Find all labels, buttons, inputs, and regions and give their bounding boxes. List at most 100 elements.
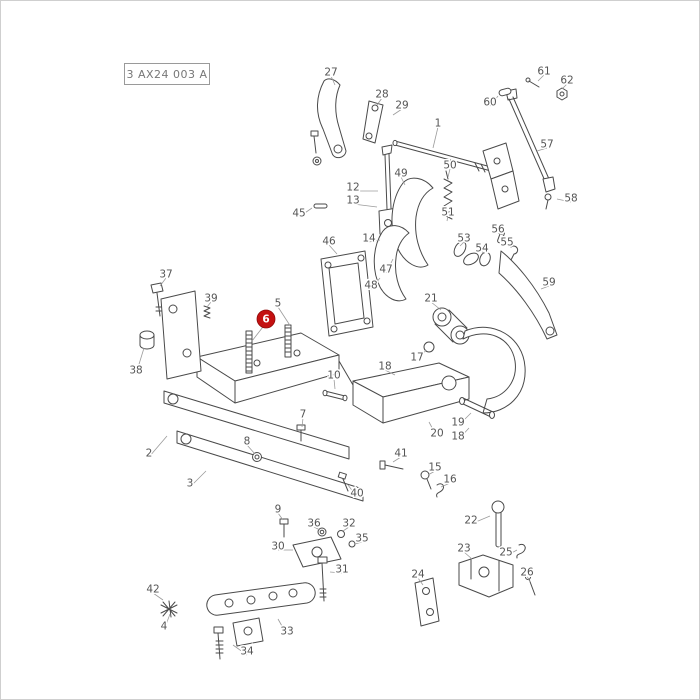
leader-line-53: [459, 241, 465, 247]
callout-36: 36: [307, 518, 321, 530]
callout-20: 20: [430, 428, 443, 440]
callout-32: 32: [342, 518, 355, 530]
callout-53: 53: [457, 233, 470, 245]
leader-line-26: [526, 575, 531, 583]
callout-46: 46: [322, 236, 336, 248]
leader-line-46: [328, 244, 338, 255]
part-bracket-right: [482, 142, 520, 210]
part-hitch-pin: [459, 397, 495, 419]
callout-35: 35: [355, 533, 368, 545]
callout-61: 61: [537, 66, 550, 78]
callout-9: 9: [275, 504, 282, 516]
callout-18: 18: [451, 431, 464, 443]
leader-line-20: [428, 421, 438, 438]
callout-41: 41: [394, 448, 407, 460]
leader-line-49: [400, 176, 406, 186]
callout-51: 51: [441, 207, 454, 219]
part-bracket-plate: [320, 250, 374, 337]
leader-line-37: [159, 277, 167, 287]
callout-40: 40: [350, 488, 363, 500]
leader-line-18: [457, 427, 470, 441]
leader-line-8: [246, 444, 256, 455]
callout-47: 47: [379, 264, 392, 276]
callout-13: 13: [346, 195, 359, 207]
leader-line-51: [446, 215, 449, 222]
leader-line-27: [330, 75, 336, 86]
callout-37: 37: [159, 269, 172, 281]
callout-26: 26: [520, 567, 534, 579]
leader-line-15: [427, 470, 436, 476]
callout-6: 6: [262, 314, 269, 326]
leader-line-5: [277, 306, 292, 328]
callout-24: 24: [411, 569, 425, 581]
part-bolt-mid: [296, 424, 306, 442]
part-clevis-body: [458, 554, 514, 598]
part-washer-c: [348, 540, 356, 548]
leader-line-17: [416, 349, 427, 362]
part-nut-top-right: [556, 87, 568, 101]
leader-line-54: [481, 251, 486, 254]
leader-line-36: [313, 526, 321, 531]
leader-line-35: [354, 541, 363, 545]
part-bolt-washer-top: [310, 130, 322, 166]
leader-line-14: [368, 239, 381, 243]
part-spring: [443, 170, 453, 220]
part-drawbar: [206, 582, 316, 616]
part-support-frame: [196, 332, 354, 404]
part-clevis-pin: [491, 500, 505, 548]
callout-17: 17: [410, 352, 423, 364]
part-lift-arm: [317, 78, 347, 159]
callout-39: 39: [204, 293, 217, 305]
leader-line-48: [370, 277, 381, 290]
part-stud-second: [284, 324, 292, 358]
leader-line-7: [301, 417, 304, 428]
leader-line-13: [352, 203, 378, 208]
leader-line-9: [277, 512, 284, 521]
leader-line-29: [392, 108, 403, 116]
callout-8: 8: [244, 436, 251, 448]
leader-line-18: [384, 369, 396, 376]
leader-line-24: [417, 577, 424, 586]
callout-4: 4: [161, 621, 168, 633]
callout-54: 54: [475, 243, 489, 255]
leader-line-55: [506, 245, 513, 248]
callout-7: 7: [300, 409, 307, 421]
callout-5: 5: [275, 298, 282, 310]
leader-line-40: [347, 484, 358, 498]
part-strap-bolt: [213, 626, 224, 660]
leader-line-34: [232, 644, 248, 656]
part-bolt-diagonal: [337, 471, 349, 492]
reference-box: 3 AX24 003 A: [124, 63, 210, 85]
part-clip-bottom: [516, 544, 526, 559]
part-link-bar: [414, 577, 440, 627]
callout-33: 33: [280, 626, 293, 638]
callout-29: 29: [395, 100, 408, 112]
leader-line-50: [447, 168, 451, 178]
leader-line-32: [342, 526, 350, 532]
part-pin-top-right: [498, 87, 512, 97]
callout-3: 3: [187, 478, 194, 490]
callout-38: 38: [129, 365, 142, 377]
part-chain-links: [453, 241, 491, 267]
leader-line-25: [505, 549, 518, 557]
leader-line-21: [430, 301, 442, 311]
leader-line-60: [489, 95, 499, 107]
leader-line-56: [497, 232, 504, 236]
part-lower-link-right: [498, 250, 558, 340]
leader-line-42: [152, 592, 164, 601]
callout-28: 28: [375, 89, 388, 101]
leader-line-47: [385, 258, 394, 274]
part-cotter-top-right: [525, 77, 540, 88]
part-bolt-lower: [279, 518, 289, 538]
part-drawbar-body: [352, 362, 470, 424]
callout-59: 59: [542, 277, 555, 289]
part-r-clip: [436, 483, 444, 498]
part-bracket-plate-left: [160, 290, 202, 380]
part-nut-b: [337, 530, 345, 538]
part-frame-rail-upper: [163, 390, 350, 460]
leader-line-16: [440, 482, 451, 488]
part-washer-mid: [252, 452, 262, 462]
